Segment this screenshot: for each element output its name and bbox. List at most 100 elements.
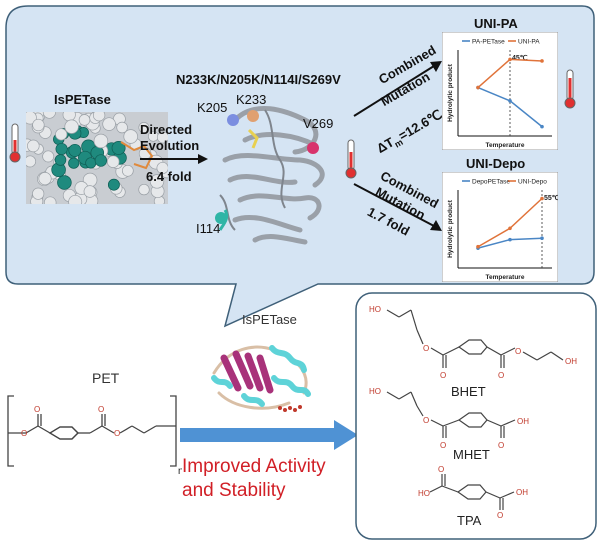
svg-text:HO: HO [369,305,381,314]
products-box [355,292,597,540]
residue-i114: I114 [196,221,221,236]
svg-text:O: O [34,405,40,414]
svg-text:O: O [21,429,27,438]
data-point [540,196,544,201]
legend-entry: PA-PETase [472,39,505,46]
sphere-atom [57,175,72,190]
fold-label-6-4: 6.4 fold [146,169,192,184]
sphere-atom [68,143,82,157]
svg-text:O: O [440,371,446,380]
residue-v269: V269 [303,116,334,131]
svg-text:O: O [114,429,120,438]
sphere-atom [93,133,109,149]
temperature-annotation: 55℃ [544,194,558,202]
temperature-annotation: 45℃ [512,54,528,62]
arrow-combined-upper [353,61,442,117]
residue-k233: K233 [236,92,267,107]
sphere-atom [107,178,120,191]
chart-title-uni-pa: UNI-PA [474,16,518,31]
sphere-atom [85,157,97,169]
data-point [508,237,512,242]
sphere-atom [55,142,68,156]
sphere-atom [121,164,134,177]
svg-text:O: O [423,416,429,425]
svg-text:OH: OH [517,417,529,426]
enzyme-cartoon-image [211,345,311,412]
sphere-atom [102,117,116,131]
thermometer-icon [564,69,576,109]
svg-text:O: O [498,441,504,450]
sphere-atom [123,129,138,144]
sphere-atom [62,112,76,122]
mutations-title: N233K/N205K/N114I/S269V [176,72,341,87]
svg-text:O: O [497,511,503,518]
sphere-atom [64,119,79,134]
sphere-atom [68,157,80,169]
svg-text:OH: OH [565,357,577,366]
chart-background [442,172,558,282]
sphere-atom [32,187,45,200]
sphere-atom [42,112,56,119]
svg-text:O: O [438,465,444,474]
svg-text:O: O [440,441,446,450]
data-point [476,85,480,90]
data-point [508,226,512,231]
data-point [508,99,512,103]
sphere-atom [43,196,57,204]
arrow-directed-evolution [140,154,208,164]
sphere-atom [78,114,91,126]
sphere-atom [116,121,128,134]
sphere-atom [106,155,120,168]
sphere-atom [32,118,45,132]
arrow-improved [180,420,358,450]
y-axis-label: Hydrolytic product [447,199,454,258]
x-axis-label: Temperature [486,142,525,149]
sphere-atom [138,183,150,196]
arrow-combined-lower [353,183,442,231]
tpa-label: TPA [457,513,482,528]
sphere-atom [83,185,97,198]
chart-background [442,32,558,150]
protein-ribbon-structure [215,105,325,245]
mhet-structure: HO O O O OH [369,387,529,450]
enzyme-label-bottom: IsPETase [242,312,297,327]
sphere-atom [55,128,68,141]
sphere-atom [68,194,83,204]
tpa-structure: O HO O OH [418,465,528,518]
mhet-label: MHET [453,447,490,462]
bhet-label: BHET [451,384,486,399]
sphere-atom [27,139,40,153]
y-axis-label: Hydrolytic product [447,63,454,122]
chart-title-uni-depo: UNI-Depo [466,156,526,171]
repeat-n: n [178,466,182,476]
sphere-atom [111,141,126,155]
sphere-atom [156,131,168,144]
data-point [540,59,544,63]
enzyme-label-top: IsPETase [54,92,111,107]
sphere-atom [26,155,37,168]
thermometer-icon [9,123,21,163]
residue-k205: K205 [197,100,228,115]
svg-text:HO: HO [369,387,381,396]
svg-text:OH: OH [516,488,528,497]
pet-structure: O O O O n [7,395,182,476]
sphere-atom [42,150,55,163]
svg-text:O: O [515,347,521,356]
pet-label: PET [92,370,120,386]
x-axis-label: Temperature [486,274,525,281]
legend-entry: UNI-Depo [518,179,547,186]
svg-text:HO: HO [418,489,430,498]
svg-text:O: O [498,371,504,380]
svg-text:O: O [98,405,104,414]
sphere-atom [54,154,67,166]
data-point [540,236,544,241]
ligand-stick [120,141,154,170]
sphere-atom [149,174,165,189]
data-point [476,244,480,249]
data-point [508,57,512,62]
data-point [540,124,544,129]
improved-line2: and Stability [182,480,286,501]
svg-text:O: O [423,344,429,353]
